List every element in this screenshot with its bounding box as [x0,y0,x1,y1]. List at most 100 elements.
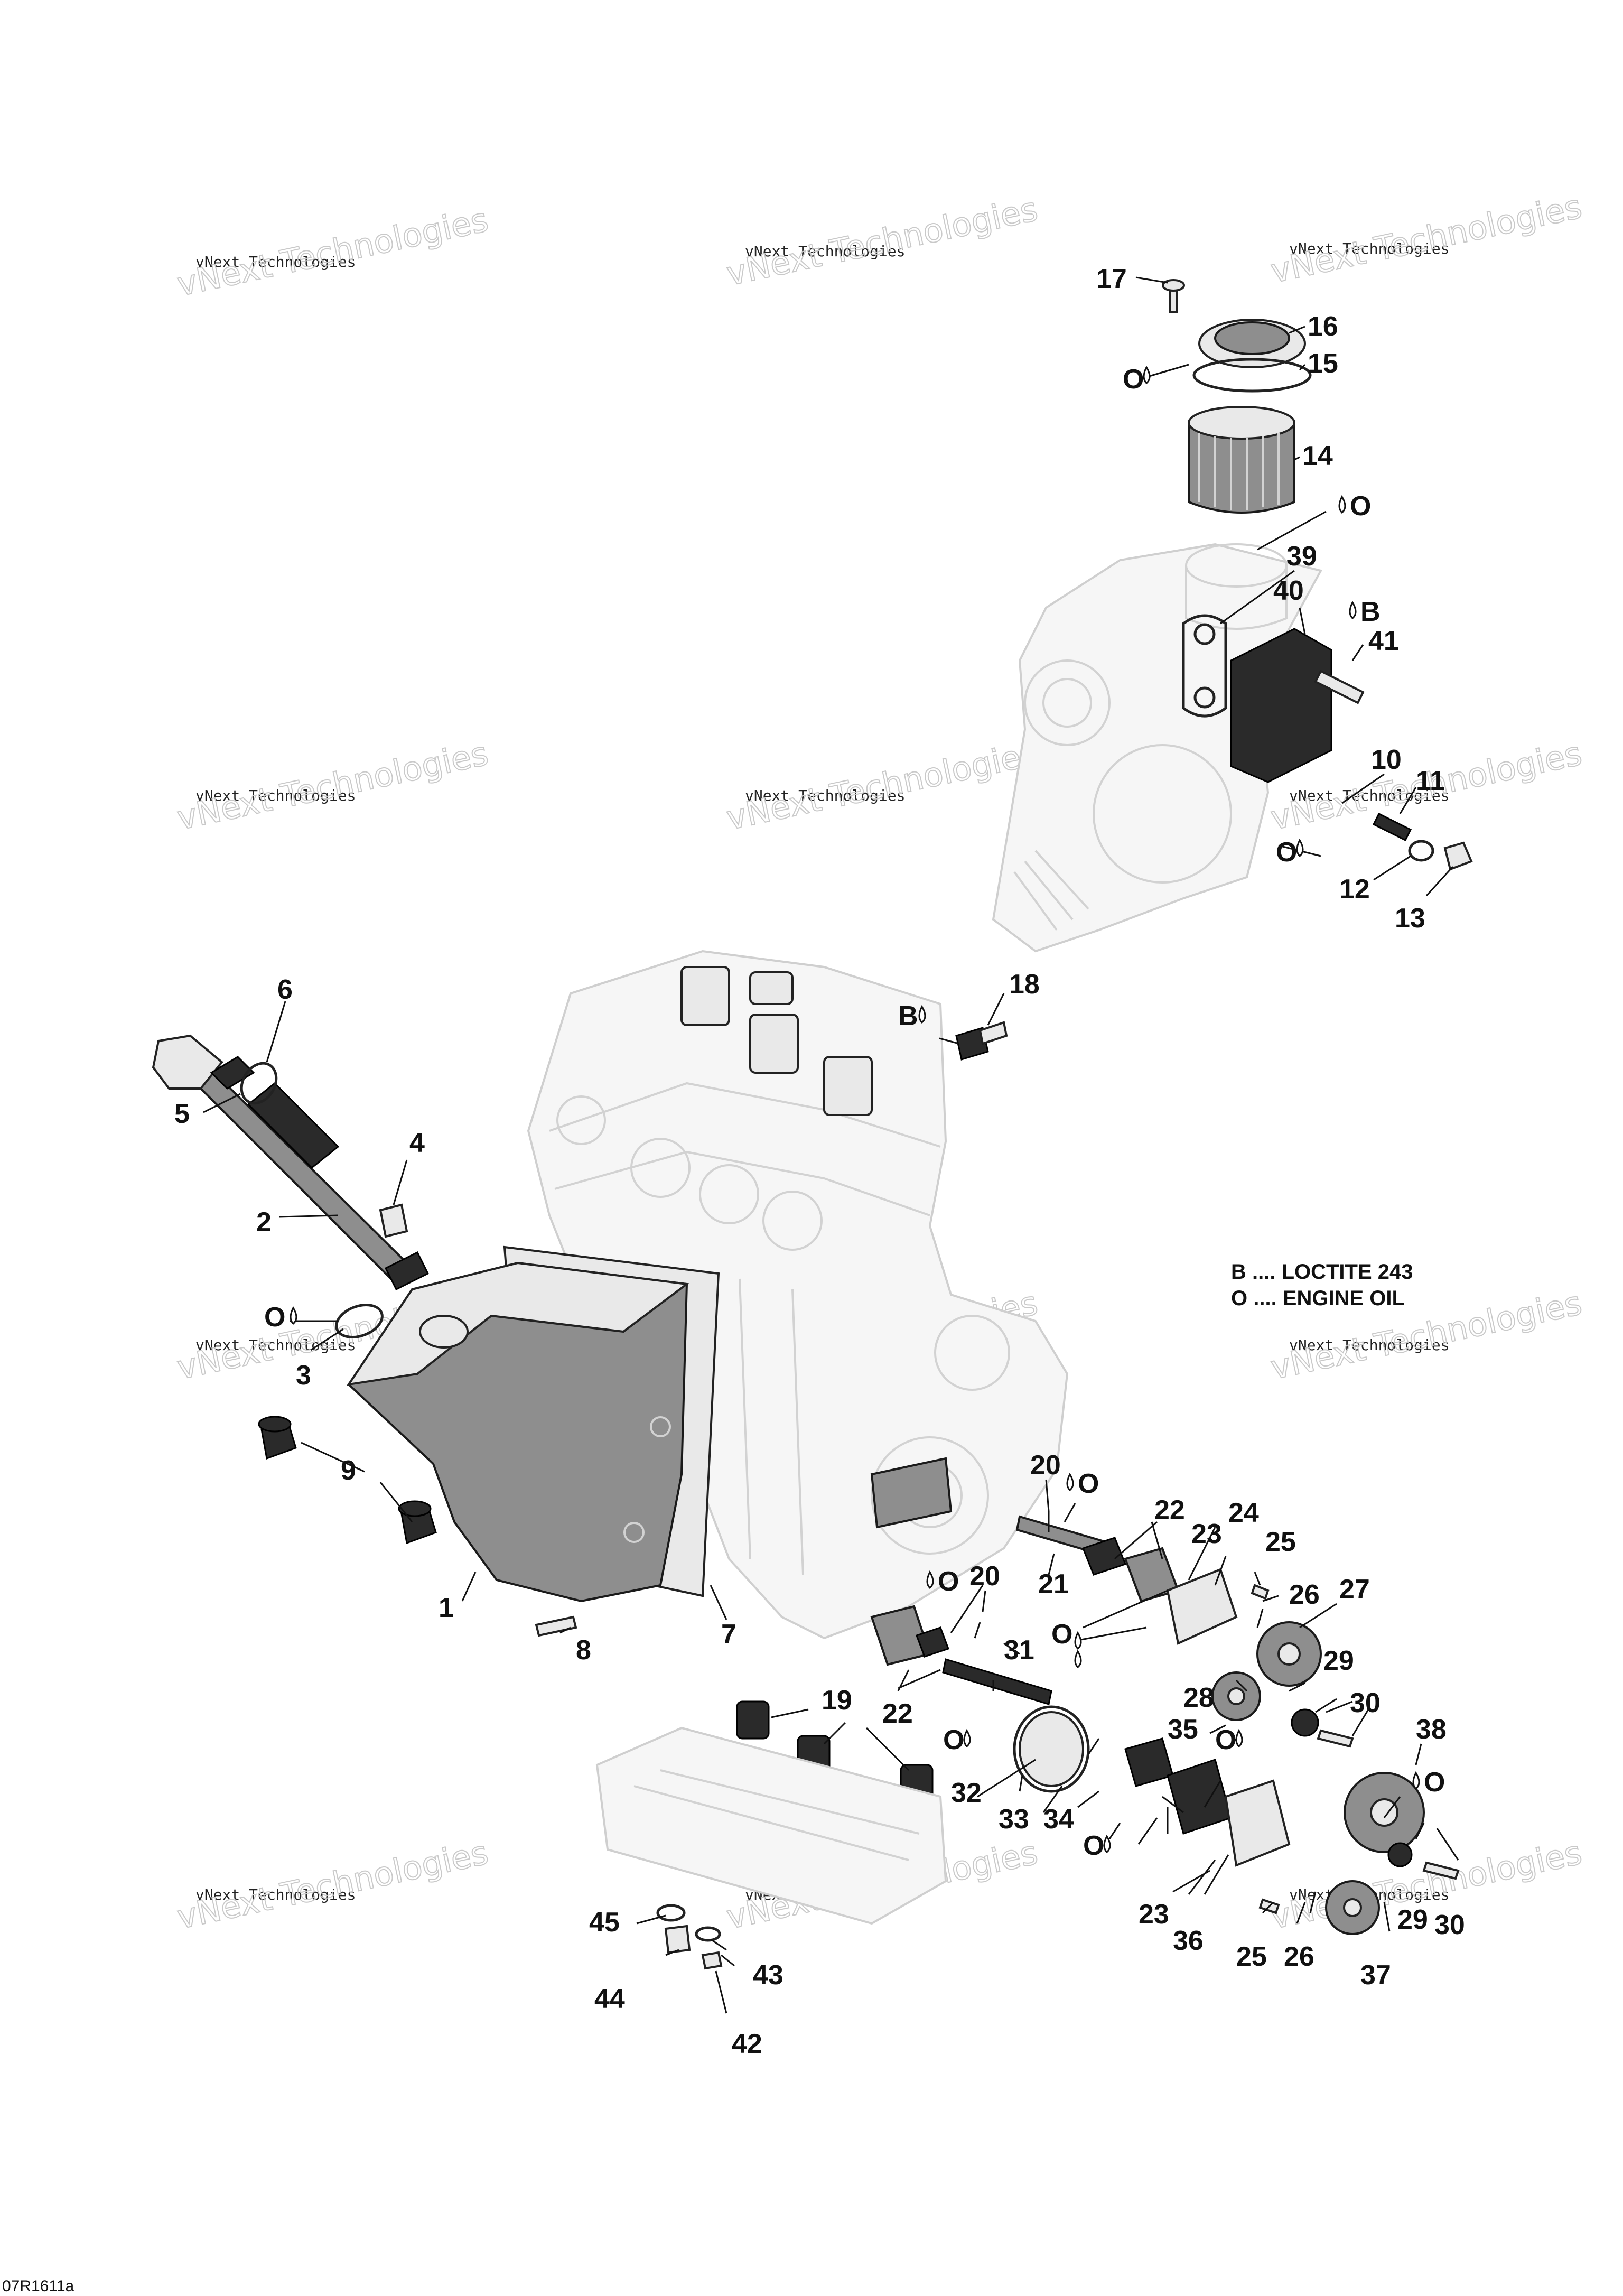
callout-12: 12 [1339,874,1370,905]
svg-text:vNext Technologies: vNext Technologies [1267,187,1585,291]
oil-symbol: O [1215,1725,1236,1755]
magneto-cover-ghost [992,543,1322,953]
callout-32: 32 [951,1778,982,1808]
callout-27: 27 [1339,1574,1370,1605]
sensor-18 [955,1021,1008,1061]
screw-8 [535,1615,577,1637]
callout-34: 34 [1043,1804,1074,1835]
oil-symbol: O [1424,1767,1445,1798]
svg-text:vNext Technologies: vNext Technologies [1289,240,1449,257]
plugs-9 [258,1416,577,1637]
plug-11 [1372,812,1412,842]
drop-icon [918,1005,926,1024]
callout-33: 33 [999,1804,1029,1835]
drop-icon [963,1728,971,1748]
svg-text:vNext Technologies: vNext Technologies [1289,787,1449,804]
callout-24: 24 [1228,1498,1259,1528]
oil-symbol: O [1051,1619,1072,1650]
callout-16: 16 [1308,311,1338,342]
callout-28: 28 [1183,1683,1214,1713]
callout-22b: 22 [882,1698,913,1729]
callout-3: 3 [296,1360,311,1391]
drop-symbols: O O B O B O O O O O O O O [264,364,1445,1861]
svg-text:vNext Technologies: vNext Technologies [1289,1336,1449,1354]
callout-9: 9 [341,1455,356,1486]
callout-4: 4 [409,1128,425,1158]
bolt-4 [379,1203,408,1238]
plug-13 [1443,841,1473,871]
svg-text:vNext Technologies: vNext Technologies [174,1833,491,1937]
callout-43: 43 [753,1960,783,1991]
svg-text:vNext Technologies: vNext Technologies [723,734,1041,838]
svg-text:vNext Technologies: vNext Technologies [195,1336,356,1354]
oil-filter-assembly [1162,279,1312,514]
watermark: vNext Technologies vNext Technologies [173,733,492,838]
oil-pan [346,1245,720,1603]
callout-17: 17 [1096,264,1127,294]
callout-22a: 22 [1154,1495,1185,1526]
callout-45: 45 [589,1907,620,1938]
svg-text:vNext Technologies: vNext Technologies [745,787,905,804]
loctite-symbol: B [898,1001,918,1031]
callout-6: 6 [277,974,293,1005]
legend-loctite: B .... LOCTITE 243 [1231,1260,1413,1284]
callout-29a: 29 [1323,1646,1354,1676]
loctite-symbol: B [1360,597,1381,627]
ring-12 [1408,840,1434,862]
dipstick-assembly [152,1034,430,1338]
watermark: vNext Technologies vNext Technologies [1267,187,1585,291]
oil-cooler-assembly [1182,614,1365,783]
callout-26b: 26 [1284,1941,1314,1972]
callouts: 17 16 15 14 39 40 41 10 11 12 13 18 6 5 … [174,264,1465,2059]
svg-text:vNext Technologies: vNext Technologies [195,787,356,804]
oil-symbol: O [264,1302,285,1333]
oil-symbol: O [1123,364,1144,395]
leader-lines [203,276,1459,2014]
callout-10: 10 [1371,745,1402,775]
callout-35: 35 [1168,1714,1198,1745]
figure-code: 07R1611a [2,2278,74,2295]
callout-41: 41 [1368,626,1399,656]
callout-37: 37 [1360,1960,1391,1991]
callout-26a: 26 [1289,1579,1320,1610]
callout-15: 15 [1308,348,1338,379]
drop-icon [1338,495,1346,514]
gasket-39 [1182,614,1227,718]
watermark: vNext Technologies vNext Technologies [173,1833,492,1937]
oil-symbol: O [938,1566,959,1597]
callout-1: 1 [439,1593,454,1623]
drain-plug-parts [1372,812,1473,871]
watermark: vNext Technologies vNext Technologies [723,189,1041,294]
o-ring-6 [240,1062,278,1105]
cooler-40 [1230,628,1332,783]
callout-13: 13 [1395,903,1425,934]
drop-icon [1066,1472,1074,1492]
callout-30a: 30 [1350,1688,1381,1718]
callout-44: 44 [594,1984,625,2014]
oil-symbol: O [1078,1468,1099,1499]
oil-symbol: O [1276,837,1297,868]
o-ring-3 [335,1304,384,1338]
callout-30b: 30 [1434,1910,1465,1940]
callout-23a: 23 [1191,1519,1222,1549]
oil-symbol: O [943,1725,964,1755]
callout-36: 36 [1173,1926,1204,1956]
legend-engine-oil: O .... ENGINE OIL [1231,1287,1405,1310]
callout-2: 2 [256,1207,272,1238]
dipstick-handle [152,1034,223,1090]
callout-29b: 29 [1397,1904,1428,1935]
watermark: vNext Technologies vNext Technologies [723,733,1041,838]
bolt-41 [1314,670,1365,704]
drop-icon [1103,1834,1111,1854]
engine-block-ghost [527,950,1069,1640]
callout-23b: 23 [1139,1899,1169,1930]
drop-icon [1349,600,1357,620]
svg-text:vNext Technologies: vNext Technologies [174,734,491,838]
svg-text:vNext Technologies: vNext Technologies [195,253,356,271]
callout-7: 7 [721,1619,736,1650]
callout-38: 38 [1416,1714,1447,1745]
callout-20b: 20 [969,1561,1000,1592]
svg-text:vNext Technologies: vNext Technologies [174,200,491,304]
callout-11: 11 [1416,766,1445,796]
